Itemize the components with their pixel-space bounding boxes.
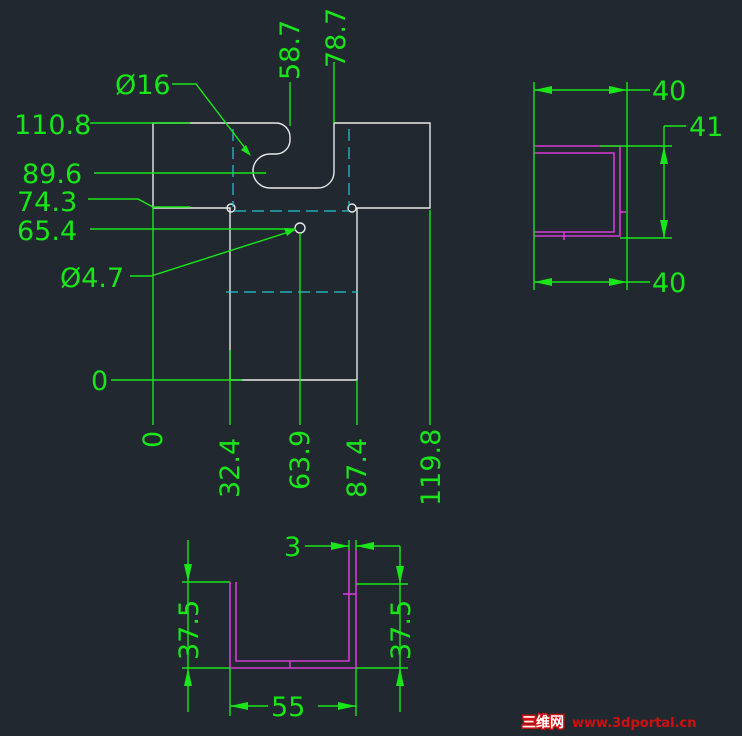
dim-text-110-8: 110.8 (14, 110, 91, 141)
dim-text-32-4: 32.4 (215, 438, 246, 498)
ext-line-74-3 (88, 198, 190, 208)
arrow (230, 702, 248, 710)
side-view: 40 40 41 (533, 76, 723, 299)
dim-text-thickness-3: 3 (284, 532, 301, 563)
arrow (184, 564, 192, 582)
dim-text-slot-diameter: Ø16 (115, 70, 171, 101)
front-view: 110.8 89.6 74.3 65.4 0 Ø16 Ø4.7 58.7 78.… (14, 8, 447, 506)
dim-text-hole-diameter: Ø4.7 (60, 263, 124, 294)
dim-text-63-9: 63.9 (285, 430, 316, 490)
dim-text-side-top-40: 40 (652, 76, 686, 107)
arrow (660, 220, 668, 238)
arrow (660, 146, 668, 164)
dim-text-74-3: 74.3 (17, 187, 77, 218)
dim-text-side-height-41: 41 (689, 112, 723, 143)
dim-text-right-37-5: 37.5 (386, 600, 417, 660)
dim-text-89-6: 89.6 (22, 159, 82, 190)
leader-slot-arrow (241, 145, 251, 156)
top-profile-outer (229, 550, 357, 669)
watermark-cn: 三维网 (522, 714, 564, 731)
arrow (609, 278, 627, 286)
leader-slot (172, 83, 249, 153)
relief-notch-right (347, 203, 357, 213)
dim-text-65-4: 65.4 (17, 216, 77, 247)
watermark-url: www.3dportal.cn (572, 716, 696, 731)
arrow (609, 86, 627, 94)
arrow (396, 668, 404, 686)
top-view: 3 37.5 37.5 55 (174, 532, 417, 723)
arrow (331, 542, 349, 550)
dim-text-87-4: 87.4 (342, 438, 373, 498)
dim-text-left-37-5: 37.5 (174, 600, 205, 660)
dim-text-side-bottom-40: 40 (652, 268, 686, 299)
relief-notch-left (226, 203, 236, 213)
leader-hole-arrow (284, 228, 296, 236)
dim-text-78-7: 78.7 (321, 8, 352, 68)
dim-text-width-55: 55 (271, 692, 305, 723)
arrow (338, 702, 356, 710)
top-profile-inner (235, 550, 350, 662)
leader-hole (130, 229, 296, 277)
dim-text-58-7: 58.7 (275, 20, 306, 80)
arrow (356, 542, 374, 550)
dim-text-119-8: 119.8 (416, 429, 447, 506)
dim-text-0: 0 (91, 366, 108, 397)
side-profile-inner (534, 152, 615, 233)
part-outline (152, 122, 431, 381)
arrow (534, 86, 552, 94)
arrow (184, 668, 192, 686)
hole (294, 222, 306, 234)
side-profile-outer (534, 145, 621, 237)
dim-text-x0: 0 (138, 431, 169, 448)
arrow (396, 566, 404, 584)
watermark: 三维网 www.3dportal.cn (521, 713, 697, 733)
arrow (534, 278, 552, 286)
